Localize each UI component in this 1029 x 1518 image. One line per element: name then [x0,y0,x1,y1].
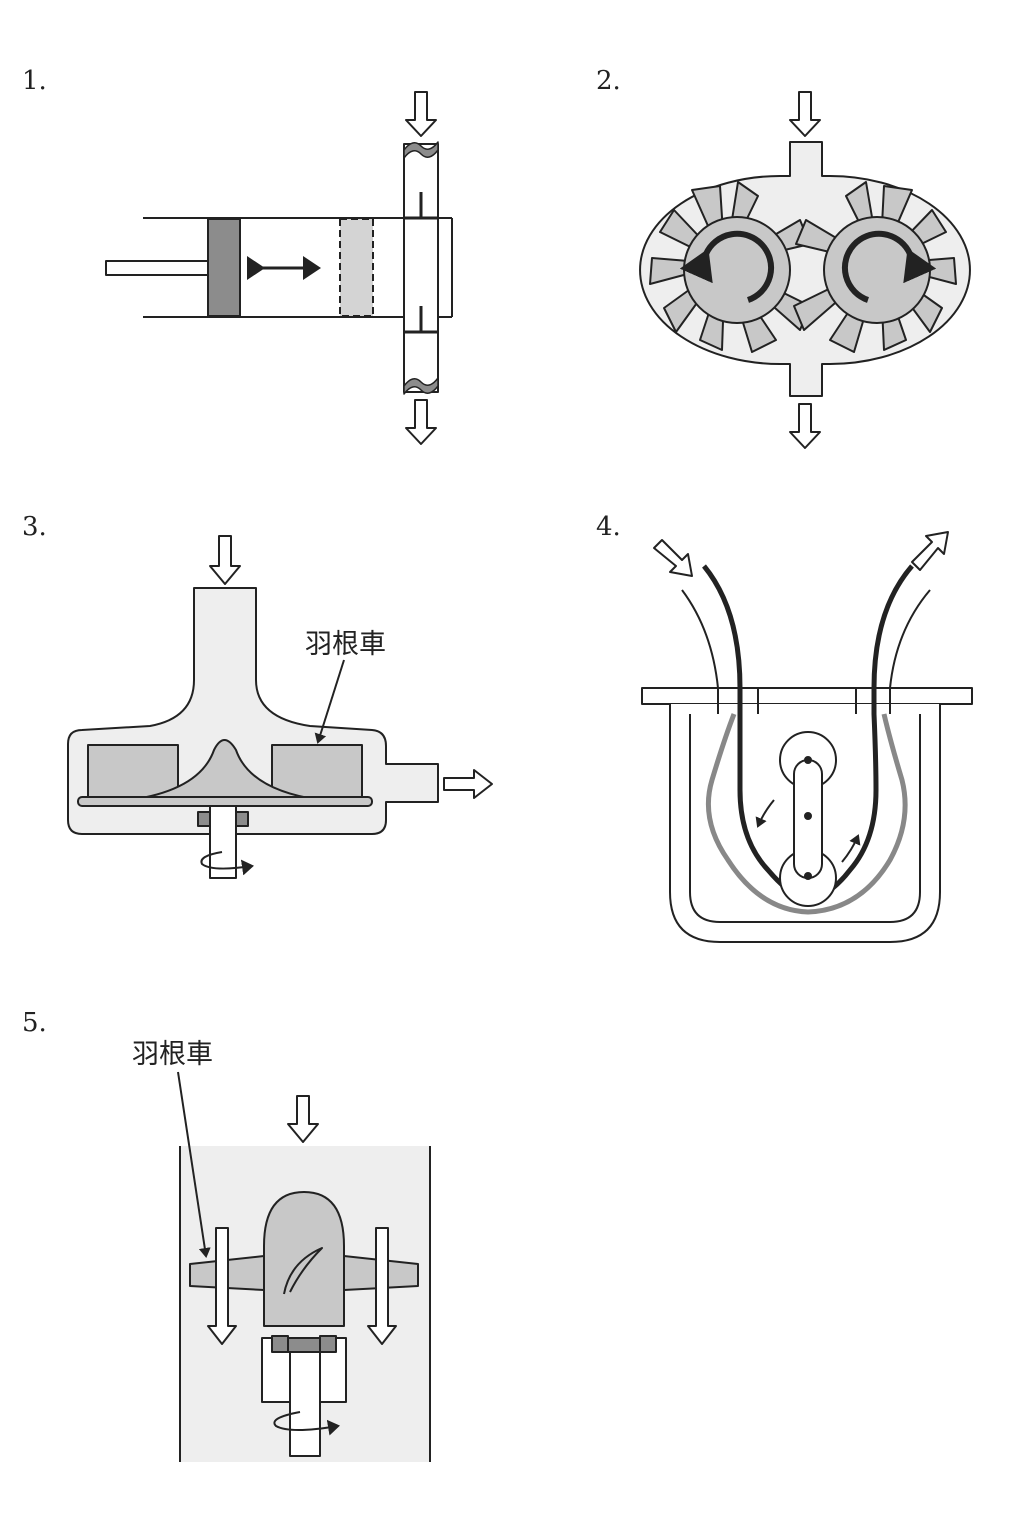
panel-3-impeller-hub [129,739,321,801]
panel-4-rotation-arrow-right [841,834,861,863]
panel-4-peristaltic-pump [641,531,973,943]
panel-2-right-rotation-arrow [841,230,937,303]
panel-3-outlet-arrow [443,769,493,799]
panel-5-shaft [289,1351,321,1457]
panel-5-down-arrow-left [207,1227,237,1345]
panel-5-impeller-label: 羽根車 [132,1039,213,1070]
panel-1-piston-rod [105,260,210,276]
panel-2-outlet-arrow [789,403,821,449]
panel-2-left-rotation-arrow [679,230,775,303]
panel-3-impeller-blade-left [87,744,179,799]
panel-1-inlet-arrow [405,91,437,137]
panel-4-rotation-arrow-left [755,799,775,828]
panel-3-impeller-disc [77,796,373,807]
panel-3-inlet-arrow [209,535,241,585]
panel-5-label-leader [177,1071,211,1258]
panel-3-shaft [209,805,237,879]
panel-5-inlet-arrow [287,1095,319,1143]
panel-4-lid [641,687,973,705]
panel-1-outlet-arrow [405,399,437,445]
panel-1-vertical-pipe [403,143,439,393]
panel-2-gear-pump [639,91,971,449]
panel-3-rotation-arrow [200,851,254,876]
panel-3-impeller-blade-right [271,744,363,799]
panel-2-inlet-arrow [789,91,821,137]
panel-1-piston [207,218,241,317]
panel-3-impeller-label: 羽根車 [305,629,386,660]
panel-5-down-arrow-right [367,1227,397,1345]
panel-5-number: 5. [22,1008,47,1038]
panel-5-rotation-arrow [273,1411,340,1436]
panel-4-number: 4. [596,512,621,542]
panel-3-number: 3. [22,512,47,542]
panel-4-outlet-arrow [911,531,949,571]
panel-2-number: 2. [596,66,621,96]
panel-1-number: 1. [22,66,47,96]
panel-3-label-leader [314,659,345,744]
panel-3-centrifugal-pump [67,535,493,879]
panel-1-piston-pump [105,91,453,445]
panel-4-inlet-arrow [653,539,693,577]
panel-1-piston-ghost [339,218,374,317]
panel-5-axial-pump [177,1071,431,1462]
